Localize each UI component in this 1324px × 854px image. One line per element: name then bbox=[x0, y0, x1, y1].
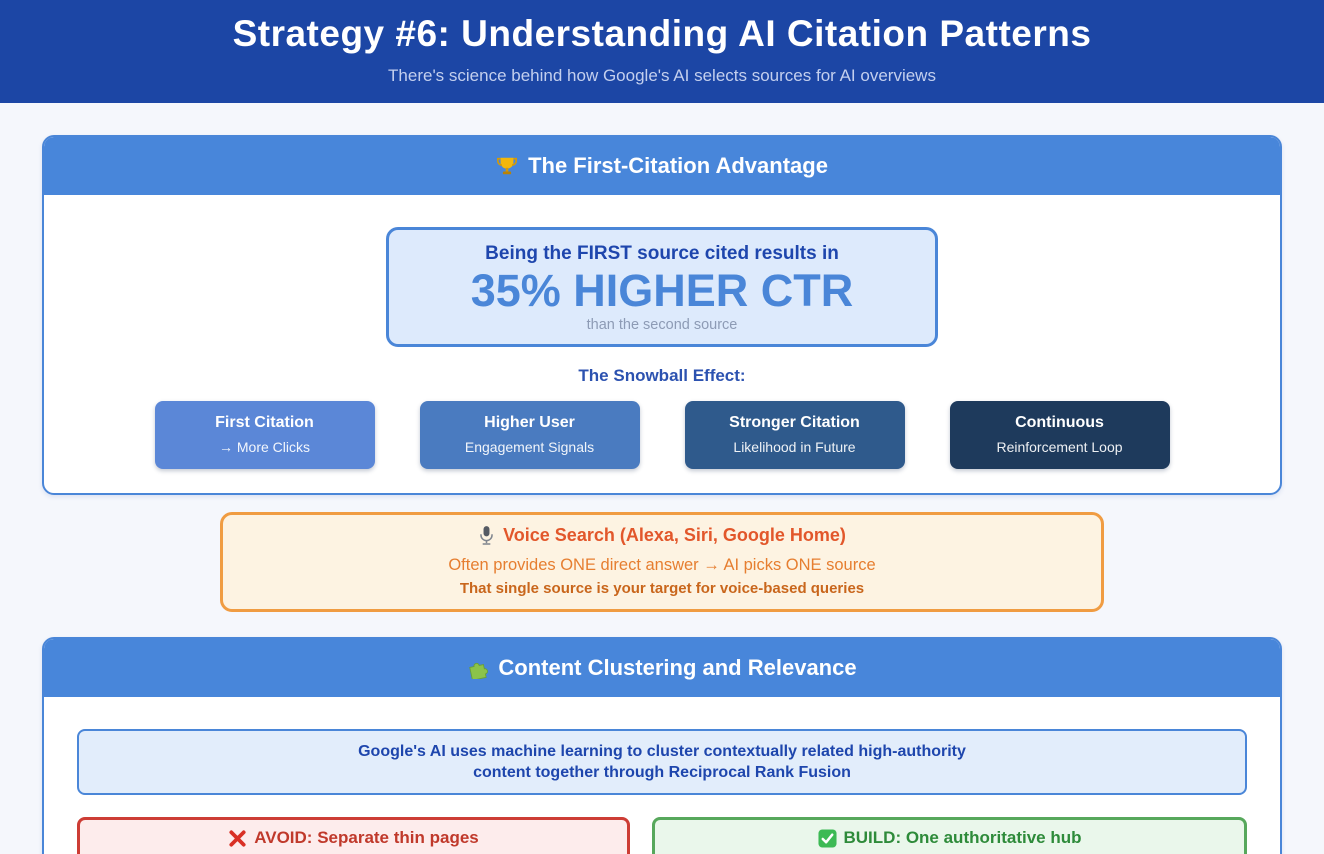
voice-search-title-row: Voice Search (Alexa, Siri, Google Home) bbox=[478, 525, 846, 546]
content-clustering-card: Content Clustering and Relevance Google'… bbox=[42, 637, 1282, 854]
content-clustering-card-body: Google's AI uses machine learning to clu… bbox=[44, 697, 1280, 854]
page-subtitle: There's science behind how Google's AI s… bbox=[388, 66, 936, 85]
content-clustering-card-title: Content Clustering and Relevance bbox=[498, 655, 857, 681]
snowball-step-higher-user: Higher User Engagement Signals bbox=[419, 401, 640, 470]
step-subtitle: → More Clicks bbox=[218, 439, 310, 456]
step-title: Higher User bbox=[484, 414, 575, 432]
avoid-build-row: AVOID: Separate thin pages for every key… bbox=[77, 817, 1247, 854]
first-citation-card-header: The First-Citation Advantage bbox=[44, 137, 1280, 195]
clustering-info-box: Google's AI uses machine learning to clu… bbox=[77, 729, 1247, 796]
first-citation-card: The First-Citation Advantage Being the F… bbox=[42, 135, 1282, 496]
voice-search-title: Voice Search (Alexa, Siri, Google Home) bbox=[503, 525, 846, 546]
build-title-row: BUILD: One authoritative hub bbox=[817, 828, 1082, 848]
step-title: First Citation bbox=[215, 414, 314, 432]
page-title: Strategy #6: Understanding AI Citation P… bbox=[232, 13, 1092, 54]
step-subtitle: Reinforcement Loop bbox=[996, 439, 1123, 456]
ctr-callout: Being the FIRST source cited results in … bbox=[386, 227, 938, 348]
step-title: Stronger Citation bbox=[729, 414, 860, 432]
first-citation-card-body: Being the FIRST source cited results in … bbox=[44, 195, 1280, 493]
snowball-effect-label: The Snowball Effect: bbox=[578, 366, 746, 386]
avoid-box: AVOID: Separate thin pages for every key… bbox=[77, 817, 630, 854]
page-banner: Strategy #6: Understanding AI Citation P… bbox=[0, 0, 1324, 103]
ctr-stat-value: 35% HIGHER CTR bbox=[470, 265, 854, 316]
trophy-icon bbox=[496, 155, 518, 177]
clustering-info-text: Google's AI uses machine learning to clu… bbox=[358, 743, 966, 782]
ctr-note-text: than the second source bbox=[586, 317, 738, 334]
step-subtitle: Likelihood in Future bbox=[733, 439, 856, 456]
snowball-step-stronger-citation: Stronger Citation Likelihood in Future bbox=[684, 401, 905, 470]
step-subtitle: Engagement Signals bbox=[464, 439, 595, 456]
voice-search-callout: Voice Search (Alexa, Siri, Google Home) … bbox=[220, 512, 1104, 613]
avoid-title-row: AVOID: Separate thin pages bbox=[228, 828, 479, 848]
avoid-title: AVOID: Separate thin pages bbox=[254, 828, 479, 848]
microphone-icon bbox=[478, 525, 495, 546]
content-clustering-card-header: Content Clustering and Relevance bbox=[44, 639, 1280, 698]
build-box: BUILD: One authoritative hub with clear … bbox=[652, 817, 1247, 854]
puzzle-piece-icon bbox=[467, 658, 489, 679]
snowball-step-first-citation: First Citation → More Clicks bbox=[154, 401, 375, 470]
cross-mark-icon bbox=[228, 829, 247, 848]
check-mark-icon bbox=[817, 829, 837, 848]
ctr-intro-text: Being the FIRST source cited results in bbox=[485, 243, 839, 264]
build-title: BUILD: One authoritative hub bbox=[843, 828, 1082, 848]
voice-search-emphasis: That single source is your target for vo… bbox=[459, 580, 865, 598]
snowball-steps-row: First Citation → More Clicks Higher User… bbox=[74, 401, 1250, 470]
voice-search-description: Often provides ONE direct answer → AI pi… bbox=[448, 556, 876, 575]
first-citation-card-title: The First-Citation Advantage bbox=[528, 153, 828, 178]
snowball-step-continuous: Continuous Reinforcement Loop bbox=[949, 401, 1170, 470]
step-title: Continuous bbox=[1015, 414, 1104, 432]
